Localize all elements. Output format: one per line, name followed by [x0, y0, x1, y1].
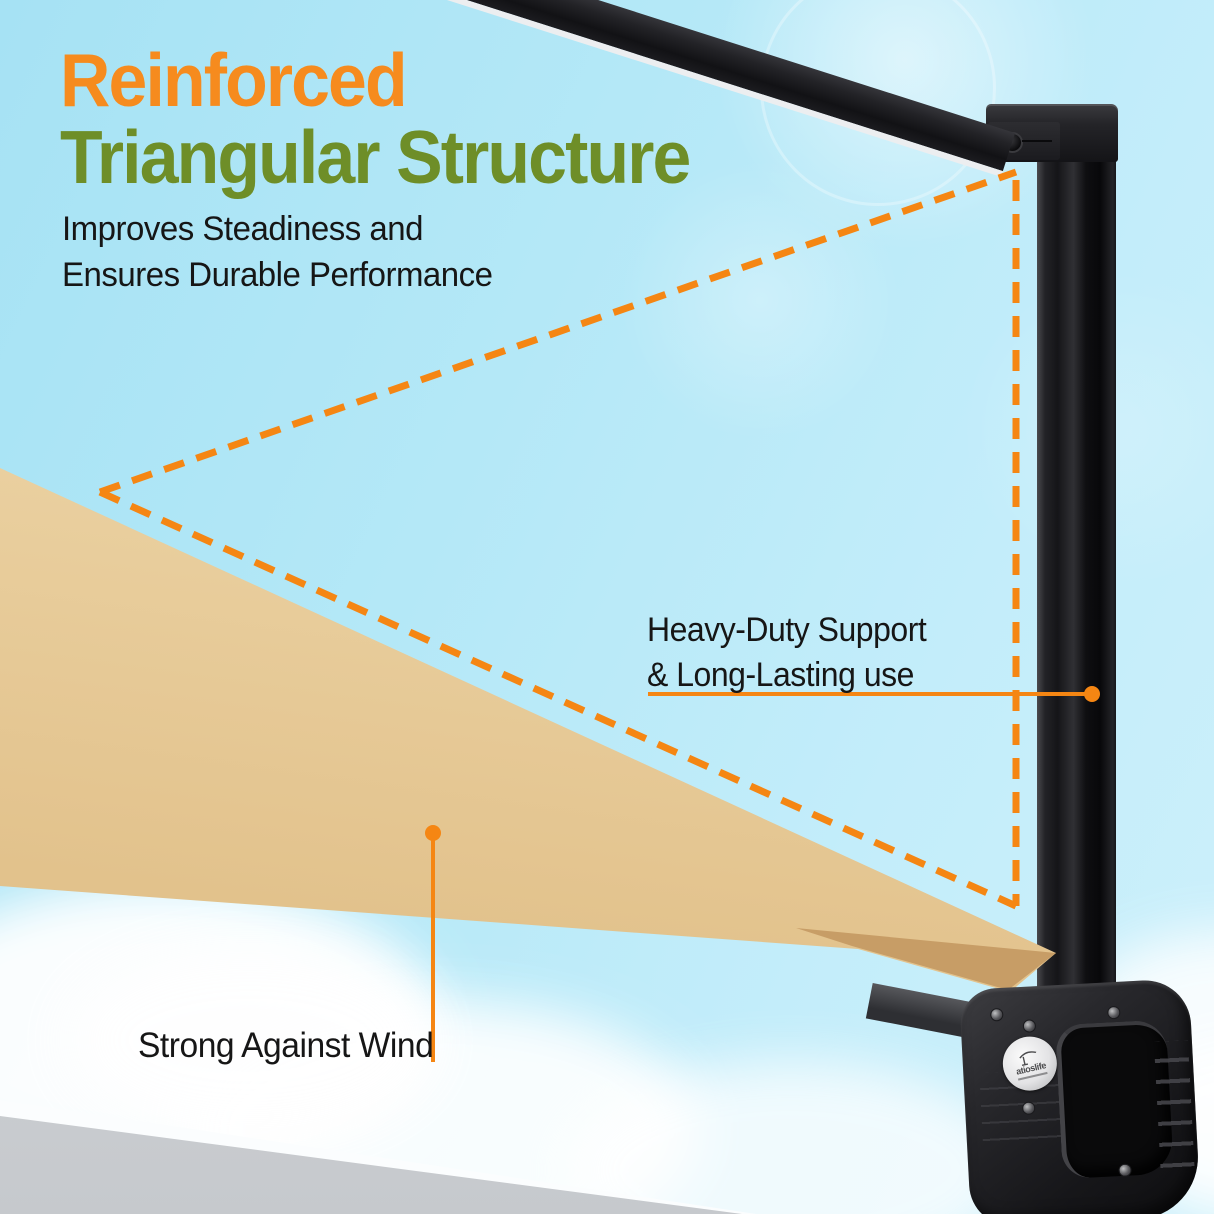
- triangle-bottom-edge: [98, 488, 1018, 910]
- subtitle: Improves Steadiness and Ensures Durable …: [62, 206, 493, 298]
- support-callout-line1: Heavy-Duty Support: [647, 611, 927, 649]
- headline: Reinforced Triangular Structure: [60, 38, 691, 199]
- support-callout-line: [648, 686, 1100, 702]
- wind-callout-line: [425, 825, 441, 1062]
- subtitle-line2: Ensures Durable Performance: [62, 256, 493, 294]
- crank-handle-assembly: atioslife: [958, 978, 1202, 1214]
- triangle-top-edge: [98, 168, 1018, 496]
- support-callout-line2: & Long-Lasting use: [647, 656, 914, 694]
- umbrella-logo-icon: [1019, 1050, 1037, 1066]
- support-callout-dot: [1084, 686, 1100, 702]
- cloud: [70, 950, 430, 1130]
- subtitle-line1: Improves Steadiness and: [62, 210, 424, 248]
- wind-callout-text: Strong Against Wind: [138, 1026, 434, 1065]
- cap-slot: [1022, 140, 1052, 142]
- wind-callout-dot: [425, 825, 441, 841]
- headline-line2: Triangular Structure: [60, 115, 691, 199]
- headline-line1: Reinforced: [60, 38, 408, 122]
- support-callout-text: Heavy-Duty Support & Long-Lasting use: [647, 608, 927, 698]
- dashed-triangle: [98, 168, 1020, 910]
- brand-badge: atioslife: [997, 1031, 1063, 1096]
- lens-flare-ring: [760, 0, 996, 206]
